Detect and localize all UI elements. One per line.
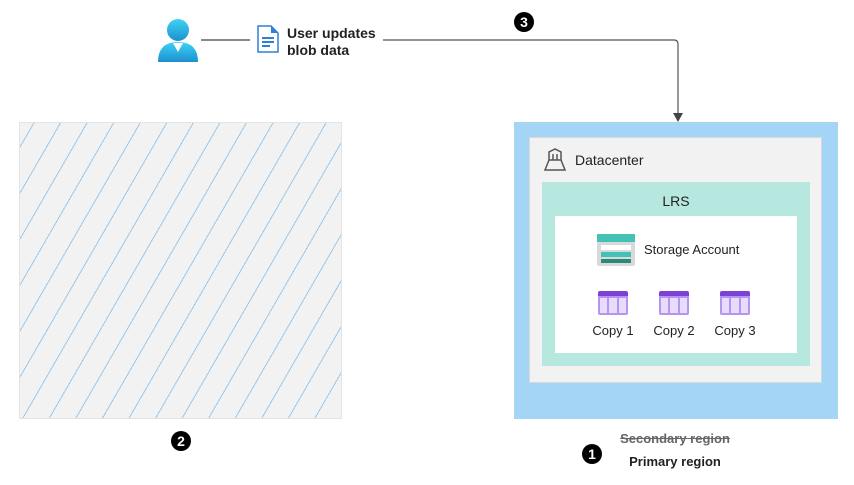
user-action-label: User updates blob data bbox=[287, 25, 376, 59]
storage-account-icon bbox=[597, 234, 635, 266]
datacenter-label: Datacenter bbox=[575, 152, 644, 168]
copy-1-label: Copy 1 bbox=[592, 323, 634, 338]
secondary-region-area bbox=[19, 122, 342, 419]
copy-1-icon bbox=[598, 291, 628, 315]
storage-account-box bbox=[555, 216, 797, 353]
user-action-line2: blob data bbox=[287, 42, 350, 58]
copy-2-icon bbox=[659, 291, 689, 315]
secondary-region-label: Secondary region bbox=[620, 431, 730, 446]
step-badge-3: 3 bbox=[514, 12, 534, 32]
user-action-line1: User updates bbox=[287, 25, 376, 41]
step-badge-1: 1 bbox=[582, 444, 602, 464]
copy-3-icon bbox=[720, 291, 750, 315]
lrs-label: LRS bbox=[662, 193, 690, 209]
user-icon bbox=[158, 19, 198, 62]
step-badge-2: 2 bbox=[171, 431, 191, 451]
document-icon bbox=[257, 25, 279, 53]
datacenter-icon bbox=[543, 148, 567, 171]
copy-2-label: Copy 2 bbox=[653, 323, 695, 338]
copy-3-label: Copy 3 bbox=[714, 323, 756, 338]
primary-region-label: Primary region bbox=[629, 454, 721, 469]
storage-account-label: Storage Account bbox=[644, 242, 740, 257]
